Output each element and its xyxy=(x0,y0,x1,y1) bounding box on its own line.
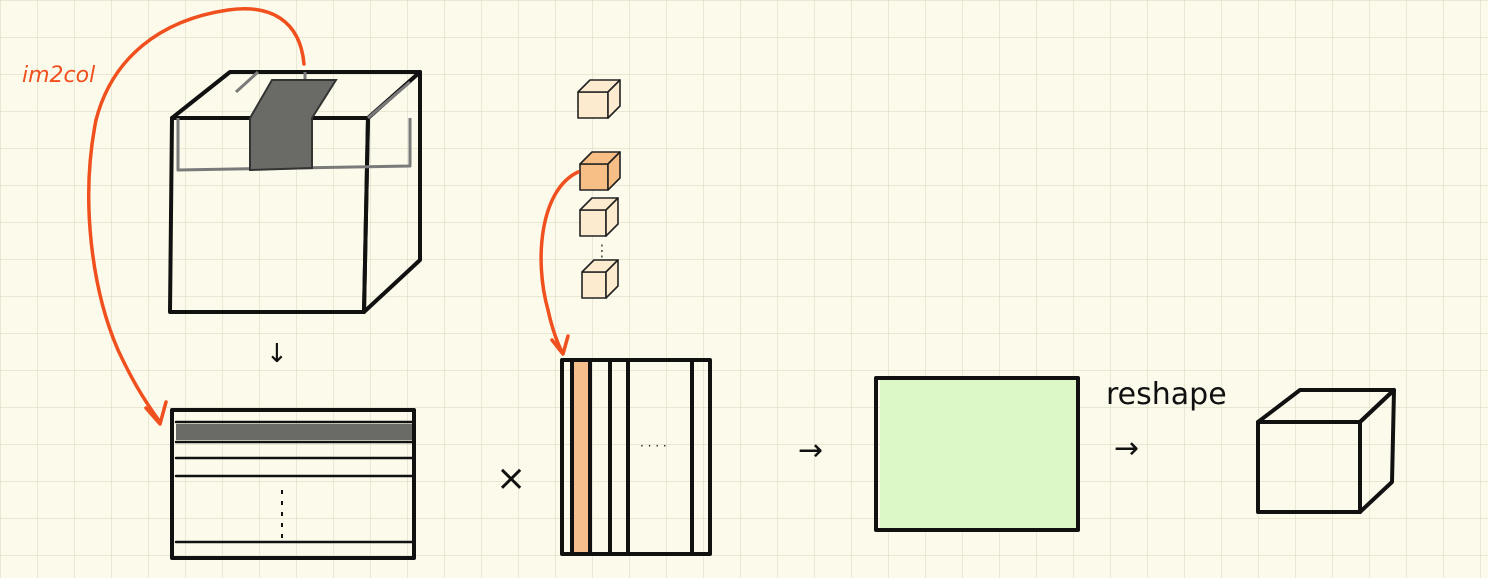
output-matrix xyxy=(874,376,1080,532)
kernel-vertical-dots: ⋮ xyxy=(594,241,610,260)
arrow-to-output: → xyxy=(798,433,823,468)
im2col-arrow-main xyxy=(87,118,162,424)
multiply-sign: × xyxy=(496,458,526,499)
kernel-cube-last xyxy=(581,259,619,299)
input-tensor-cube xyxy=(168,70,422,314)
kernel-cube-highlighted xyxy=(579,151,621,191)
kernel-cube-1 xyxy=(577,79,621,119)
im2col-matrix xyxy=(170,408,416,560)
down-arrow: ↓ xyxy=(266,339,288,369)
receptive-field-patch xyxy=(249,79,338,172)
kernel-matrix: · · · · xyxy=(560,358,712,556)
kernel-cube-3 xyxy=(579,197,619,237)
im2col-patch-row xyxy=(176,424,412,440)
output-tensor-cube xyxy=(1256,388,1396,514)
im2col-arrow-top xyxy=(94,7,306,122)
reshape-label: reshape xyxy=(1106,377,1227,412)
im2col-label: im2col xyxy=(22,63,95,88)
kernel-matrix-ellipsis: · · · · xyxy=(640,439,667,453)
arrow-to-cube: → xyxy=(1114,431,1139,466)
kernel-flatten-arrow xyxy=(539,170,580,354)
